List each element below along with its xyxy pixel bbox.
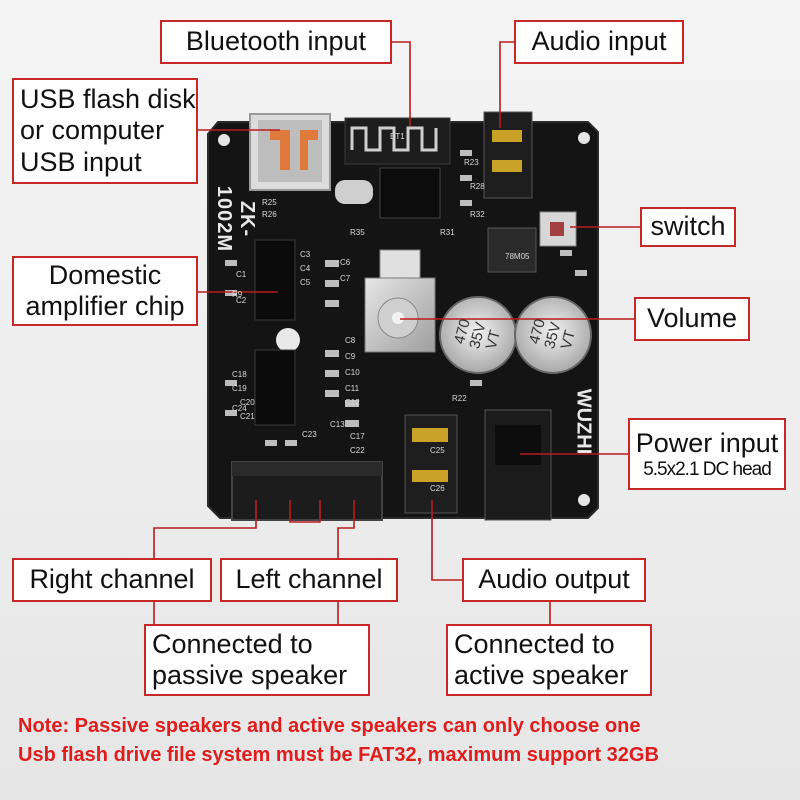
silkscreen-ref: C25	[430, 446, 445, 455]
bluetooth-ic	[379, 167, 441, 219]
silkscreen-ref: C1	[236, 270, 247, 279]
silkscreen-ref: C12	[345, 398, 360, 407]
switch-label: switch	[640, 207, 736, 247]
leader-left-channel-b	[337, 500, 355, 558]
amplifier-chip	[254, 239, 296, 426]
speaker-terminal-block	[231, 461, 383, 521]
leader-audio-output-a	[431, 500, 462, 581]
silkscreen-ref: C2	[236, 296, 247, 305]
label-line-1: Power input	[635, 427, 779, 458]
switch-component	[539, 211, 577, 247]
bluetooth-module	[344, 117, 451, 165]
silkscreen-ref: C19	[232, 384, 247, 393]
right-channel-label: Right channel	[12, 558, 212, 602]
leader-lines	[153, 41, 640, 624]
silkscreen-ref: C7	[340, 274, 351, 283]
leader-left-channel-a	[289, 500, 321, 523]
silkscreen-ref: R26	[262, 210, 277, 219]
silkscreen-ref: R22	[452, 394, 467, 403]
silkscreen-ref: C13	[330, 420, 345, 429]
silkscreen-ref: R31	[440, 228, 455, 237]
silkscreen-ref: R9	[232, 290, 243, 299]
silkscreen-ref: C5	[300, 278, 311, 287]
label-text: Audio input	[531, 26, 667, 57]
leader-audio-input	[499, 41, 514, 128]
amplifier-chip-label: Domestic amplifier chip	[12, 256, 198, 326]
silkscreen-ref: C24	[232, 404, 247, 413]
silkscreen-ref: C4	[300, 264, 311, 273]
silkscreen-ref: C20	[240, 398, 255, 407]
label-text: Left channel	[235, 564, 383, 595]
passive-speaker-label: Connected to passive speaker	[144, 624, 370, 696]
silkscreen-ref: C23	[302, 430, 317, 439]
leader-right-channel-a	[153, 500, 257, 558]
audio-output-jack	[404, 414, 458, 514]
dc-power-jack	[484, 409, 552, 521]
silkscreen-ref: R35	[350, 228, 365, 237]
silkscreen-ref: C17	[350, 432, 365, 441]
silkscreen-ref: C9	[345, 352, 356, 361]
label-text: Volume	[646, 303, 738, 334]
audio-input-label: Audio input	[514, 20, 684, 64]
label-text: Bluetooth input	[185, 26, 367, 57]
notes: Note: Passive speakers and active speake…	[18, 712, 788, 770]
voltage-regulator	[487, 227, 537, 273]
volume-potentiometer	[364, 249, 436, 353]
silkscreen-ref: C11	[345, 384, 360, 393]
silkscreen-ref: C3	[300, 250, 311, 259]
active-speaker-label: Connected to active speaker	[446, 624, 652, 696]
board-brand-text: WUZHI	[572, 388, 595, 455]
label-line-1: Connected to	[152, 628, 313, 659]
label-line-2: active speaker	[454, 660, 629, 690]
silkscreen-ref: R28	[470, 182, 485, 191]
audio-input-jack	[483, 111, 533, 199]
silkscreen-ref: C18	[232, 370, 247, 379]
note-line-1: Note: Passive speakers and active speake…	[18, 715, 641, 737]
left-channel-label: Left channel	[220, 558, 398, 602]
power-input-label: Power input 5.5x2.1 DC head	[628, 418, 786, 490]
silkscreen-ref: R25	[262, 198, 277, 207]
label-line-2: 5.5x2.1 DC head	[643, 458, 772, 480]
silkscreen-ref: C21	[240, 412, 255, 421]
crystal-oscillator	[335, 180, 373, 204]
capacitor-right	[514, 296, 592, 374]
label-text: switch	[650, 211, 726, 242]
silkscreen-ref: C10	[345, 368, 360, 377]
silkscreen-ref: BT1	[390, 132, 405, 141]
silkscreen-ref: R32	[470, 210, 485, 219]
label-line-3: USB input	[20, 146, 142, 177]
usb-input-label: USB flash disk or computer USB input	[12, 78, 198, 184]
volume-label: Volume	[634, 297, 750, 341]
label-text: Audio output	[478, 564, 630, 595]
silkscreen-ref: 78M05	[505, 252, 530, 261]
bluetooth-input-label: Bluetooth input	[160, 20, 392, 64]
label-line-2: passive speaker	[152, 660, 348, 690]
silkscreen-ref: C6	[340, 258, 351, 267]
label-line-2: amplifier chip	[25, 291, 185, 321]
label-line-1: Connected to	[454, 628, 615, 659]
audio-output-label: Audio output	[462, 558, 646, 602]
silkscreen-ref: C22	[350, 446, 365, 455]
usb-port	[249, 113, 331, 191]
smd-components	[225, 150, 587, 446]
silkscreen-ref: C8	[345, 336, 356, 345]
leader-bluetooth	[392, 41, 411, 126]
label-line-2: or computer	[20, 115, 165, 146]
note-line-2: Usb flash drive file system must be FAT3…	[18, 744, 659, 766]
silkscreen-ref: C26	[430, 484, 445, 493]
label-text: Right channel	[29, 564, 195, 595]
label-line-1: USB flash disk	[20, 84, 196, 115]
label-line-1: Domestic	[48, 259, 162, 290]
board-model-text: ZK-1002M	[213, 185, 258, 253]
silkscreen-ref: R23	[464, 158, 479, 167]
